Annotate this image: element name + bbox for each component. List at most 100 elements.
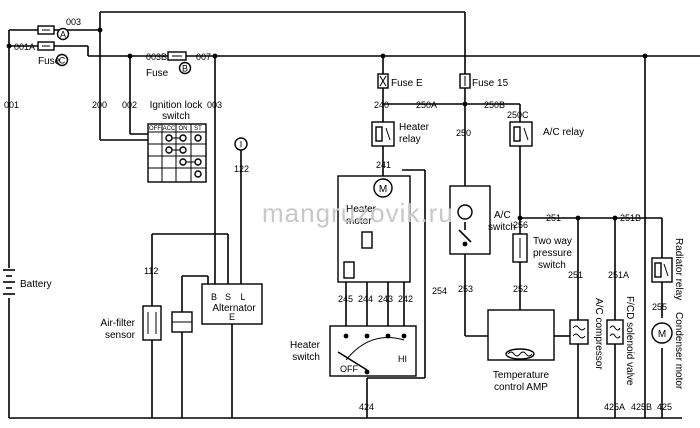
fcd-solenoid-valve	[606, 319, 624, 345]
wire-254: 254	[432, 286, 447, 296]
wire-251: 251	[568, 270, 583, 280]
ign-header-acc: ACC	[163, 126, 176, 132]
ac-compressor-label: A/C compressor	[593, 298, 604, 370]
wire-251-top: 251	[546, 213, 561, 223]
ac-switch	[449, 185, 491, 255]
watermark: mangruzovik.ru	[262, 198, 454, 228]
circle-c-label: C	[59, 56, 66, 66]
wire-251A: 251A	[608, 270, 629, 280]
ignition-label-2: switch	[162, 111, 190, 122]
wire-245: 245	[338, 294, 353, 304]
ignition-label-1: Ignition lock	[150, 100, 204, 111]
battery	[3, 268, 15, 298]
wire-252: 252	[513, 284, 528, 294]
wire-003: 003	[207, 100, 222, 110]
wire-256: 256	[513, 220, 528, 230]
junction-dots	[6, 27, 648, 221]
wire-200: 200	[92, 100, 107, 110]
ign-header-st: ST	[194, 126, 202, 132]
heater-motor-box: M	[337, 175, 411, 283]
ac-relay-label: A/C relay	[543, 127, 584, 138]
alternator: B S L E	[201, 283, 263, 325]
fcd-valve-label: F/CD solenoid valve	[624, 296, 635, 386]
alternator-connector	[171, 296, 193, 418]
heater-switch-label-2: switch	[292, 352, 320, 363]
condenser-motor-label: Condenser motor	[673, 312, 684, 390]
heater-motor-label-2: motor	[346, 216, 372, 227]
circle-b-label: B	[182, 64, 188, 74]
wire-112: 112	[144, 266, 158, 276]
alternator-label: Alternator	[212, 303, 256, 314]
battery-label: Battery	[20, 279, 52, 290]
heater-motor-label-1: Heater	[346, 204, 377, 215]
wire-253: 253	[458, 284, 473, 294]
ignition-switch: OFF ACC ON ST	[147, 123, 207, 183]
air-filter-sensor	[142, 305, 162, 341]
wire-255: 255	[652, 302, 667, 312]
wire-425B: 425B	[631, 402, 652, 412]
heater-relay-label-1: Heater	[399, 122, 430, 133]
pressure-label-2: pressure	[533, 248, 572, 259]
temp-amp-label-2: control AMP	[494, 382, 548, 393]
wire-001A: 001A	[14, 42, 35, 52]
air-filter-label-1: Air-filter	[101, 318, 136, 329]
fuse-a	[37, 25, 55, 51]
alt-terminal-b: B	[211, 292, 217, 302]
pressure-label-3: switch	[538, 260, 566, 271]
radiator-relay-label: Radiator relay	[673, 238, 684, 300]
alt-terminal-l: L	[240, 292, 245, 302]
temp-control-amp	[487, 309, 570, 361]
wire-251B: 251B	[620, 213, 641, 223]
wire-425: 425	[657, 402, 672, 412]
wire-424: 424	[359, 402, 374, 412]
ign-header-off: OFF	[149, 126, 161, 132]
heater-switch-hi: HI	[398, 354, 407, 364]
connector-circles: A C B I	[55, 27, 248, 151]
wire-250B: 250B	[484, 100, 505, 110]
temp-amp-label-1: Temperature	[493, 370, 550, 381]
wire-250A: 250A	[416, 100, 437, 110]
condenser-m-icon: M	[658, 329, 666, 340]
wire-425A: 425A	[604, 402, 625, 412]
fuse-e	[377, 73, 389, 89]
pressure-switch	[512, 233, 528, 263]
wire-001: 001	[4, 100, 19, 110]
wire-numbers: 003 001A 003B 007 001 200 002 003 122 11…	[4, 17, 672, 412]
motor-m-icon: M	[379, 184, 387, 195]
wire-240: 240	[374, 100, 389, 110]
wire-244: 244	[358, 294, 373, 304]
alt-terminal-s: S	[225, 292, 231, 302]
wire-241: 241	[376, 160, 391, 170]
ign-header-on: ON	[179, 126, 188, 132]
radiator-relay	[651, 257, 673, 283]
condenser-motor: M	[651, 322, 673, 344]
heater-relay-label-2: relay	[399, 134, 421, 145]
fuse-b	[167, 51, 187, 61]
circle-i-label: I	[240, 140, 243, 150]
heater-switch-off: OFF	[340, 364, 358, 374]
fuse-b-label: Fuse	[146, 68, 169, 79]
ac-switch-label-1: A/C	[494, 210, 511, 221]
wire-250C: 250C	[507, 110, 529, 120]
wire-122: 122	[234, 164, 249, 174]
wire-003-top: 003	[66, 17, 81, 27]
wire-250: 250	[456, 128, 471, 138]
heater-switch-label-1: Heater	[290, 340, 321, 351]
fuse-a-label: Fuse	[38, 56, 61, 67]
wire-243: 243	[378, 294, 393, 304]
fuse-15-label: Fuse 15	[472, 78, 509, 89]
heater-switch: OFF HI	[329, 325, 417, 377]
circle-a-label: A	[60, 30, 66, 40]
wire-002: 002	[122, 100, 137, 110]
air-filter-label-2: sensor	[105, 330, 136, 341]
fuse-15	[459, 73, 471, 89]
wire-007: 007	[196, 52, 211, 62]
wire-242: 242	[398, 294, 413, 304]
ac-switch-label-2: switch	[488, 222, 516, 233]
ac-compressor	[569, 319, 589, 345]
ac-relay	[509, 121, 533, 147]
fuse-e-label: Fuse E	[391, 78, 423, 89]
heater-relay	[371, 121, 395, 147]
wire-003B: 003B	[146, 52, 167, 62]
